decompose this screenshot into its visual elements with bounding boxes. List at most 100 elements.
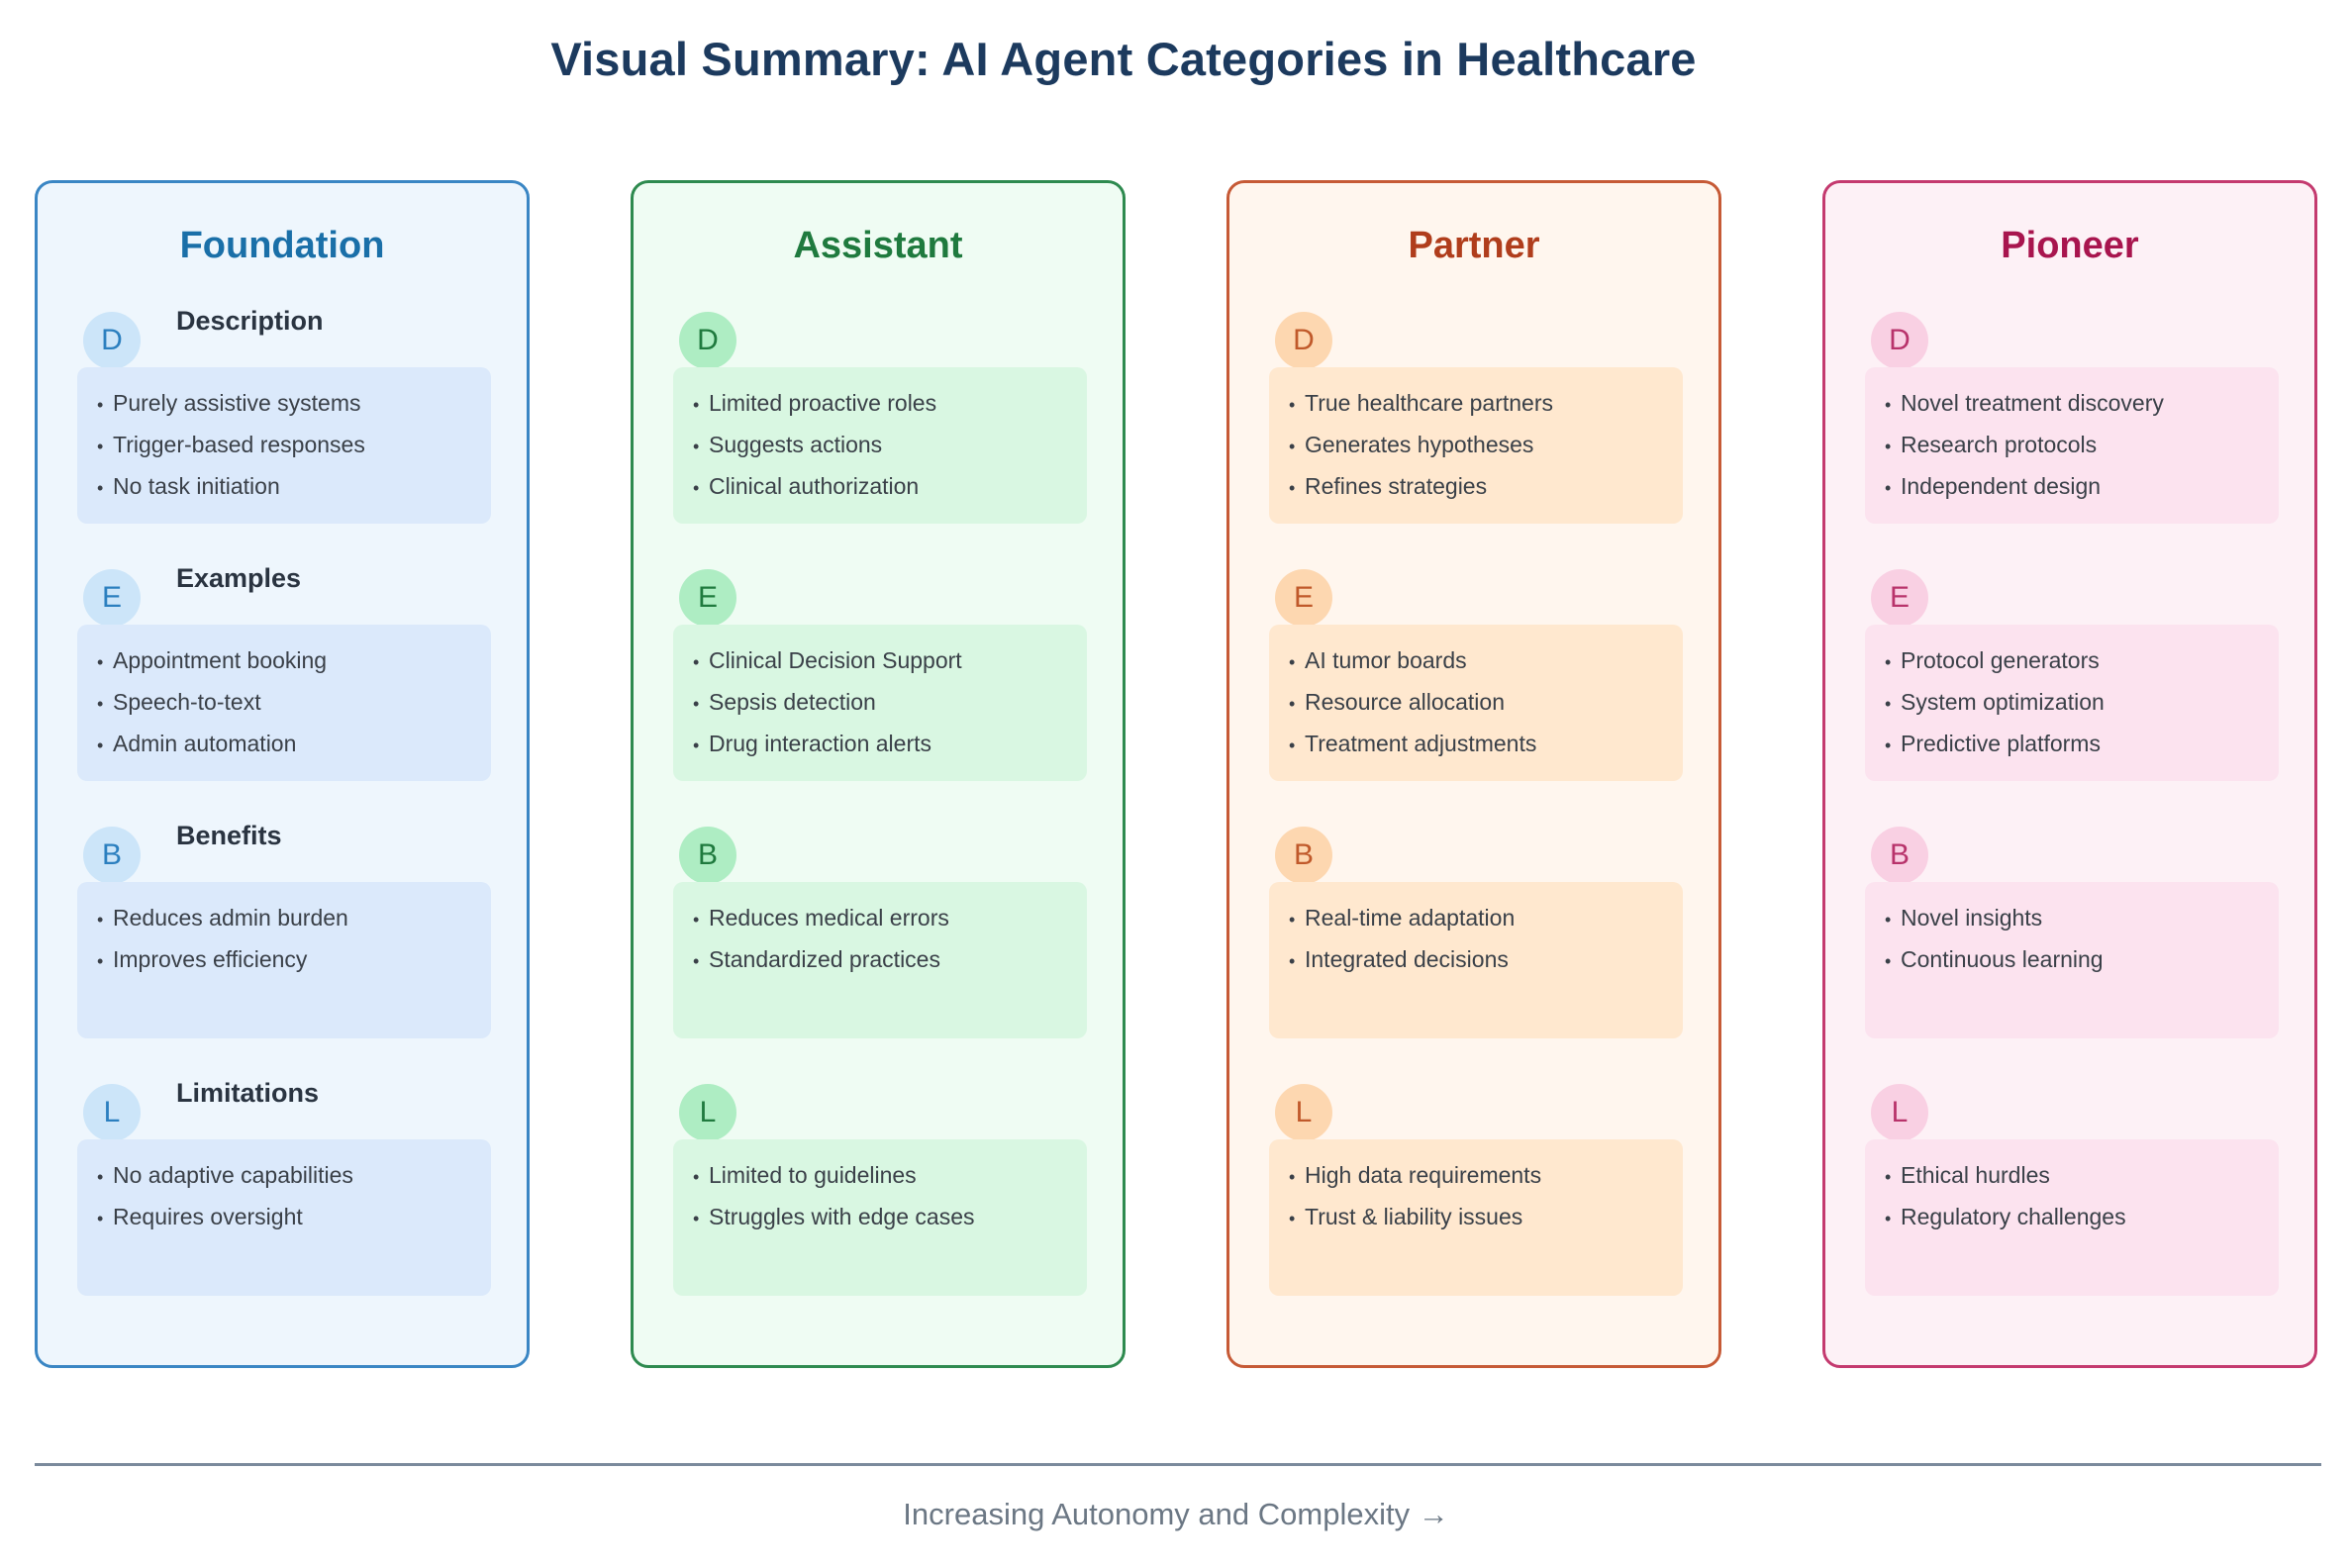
bullet-item: Struggles with edge cases <box>693 1197 1067 1238</box>
bullet-item: Generates hypotheses <box>1289 425 1663 466</box>
bullet-item: Clinical Decision Support <box>693 640 1067 682</box>
bullet-item: Drug interaction alerts <box>693 724 1067 765</box>
column-title: Assistant <box>793 225 963 266</box>
section-box: Purely assistive systemsTrigger-based re… <box>77 367 491 524</box>
section-letter-badge: B <box>1275 827 1332 884</box>
section-letter-badge: B <box>1871 827 1928 884</box>
bullet-item: System optimization <box>1885 682 2259 724</box>
column-pioneer: PioneerDNovel treatment discoveryResearc… <box>1822 180 2317 1368</box>
section-l: LEthical hurdlesRegulatory challenges <box>1825 1084 2314 1331</box>
section-box: No adaptive capabilitiesRequires oversig… <box>77 1139 491 1296</box>
section-letter-badge: D <box>1871 312 1928 369</box>
section-box: Ethical hurdlesRegulatory challenges <box>1865 1139 2279 1296</box>
bullet-item: Requires oversight <box>97 1197 471 1238</box>
column-partner: PartnerDTrue healthcare partnersGenerate… <box>1226 180 1721 1368</box>
bullet-item: High data requirements <box>1289 1155 1663 1197</box>
bullet-item: Resource allocation <box>1289 682 1663 724</box>
bullet-item: No task initiation <box>97 466 471 508</box>
section-letter-badge: E <box>1871 569 1928 627</box>
bullet-item: Improves efficiency <box>97 939 471 981</box>
column-title: Foundation <box>179 225 385 266</box>
section-box: Novel treatment discoveryResearch protoc… <box>1865 367 2279 524</box>
section-l: LHigh data requirementsTrust & liability… <box>1229 1084 1718 1331</box>
section-box: Protocol generatorsSystem optimizationPr… <box>1865 625 2279 781</box>
section-letter-badge: E <box>83 569 141 627</box>
bullet-item: Limited proactive roles <box>693 383 1067 425</box>
section-heading: Description <box>176 306 324 336</box>
section-heading: Examples <box>176 563 302 593</box>
section-letter-badge: D <box>1275 312 1332 369</box>
bullet-item: Protocol generators <box>1885 640 2259 682</box>
bullet-item: Refines strategies <box>1289 466 1663 508</box>
section-d: DLimited proactive rolesSuggests actions… <box>634 312 1123 559</box>
page-title: Visual Summary: AI Agent Categories in H… <box>550 33 1697 85</box>
bullet-item: Speech-to-text <box>97 682 471 724</box>
bullet-item: Reduces medical errors <box>693 898 1067 939</box>
bullet-item: Novel insights <box>1885 898 2259 939</box>
bullet-item: Sepsis detection <box>693 682 1067 724</box>
section-b: B BenefitsReduces admin burdenImproves ef… <box>38 821 527 1074</box>
bullet-item: Trust & liability issues <box>1289 1197 1663 1238</box>
bullet-item: Limited to guidelines <box>693 1155 1067 1197</box>
section-box: AI tumor boardsResource allocationTreatm… <box>1269 625 1683 781</box>
section-heading: Benefits <box>176 821 282 850</box>
section-b: BNovel insightsContinuous learning <box>1825 827 2314 1074</box>
section-d: DNovel treatment discoveryResearch proto… <box>1825 312 2314 559</box>
bullet-item: Purely assistive systems <box>97 383 471 425</box>
bullet-item: Standardized practices <box>693 939 1067 981</box>
section-letter-badge: L <box>1275 1084 1332 1141</box>
bullet-item: Novel treatment discovery <box>1885 383 2259 425</box>
section-e: EProtocol generatorsSystem optimizationP… <box>1825 569 2314 817</box>
section-box: Appointment bookingSpeech-to-textAdmin a… <box>77 625 491 781</box>
bullet-item: No adaptive capabilities <box>97 1155 471 1197</box>
bullet-item: Treatment adjustments <box>1289 724 1663 765</box>
section-b: BReal-time adaptationIntegrated decision… <box>1229 827 1718 1074</box>
bullet-item: Integrated decisions <box>1289 939 1663 981</box>
section-box: Limited proactive rolesSuggests actionsC… <box>673 367 1087 524</box>
bullet-item: Research protocols <box>1885 425 2259 466</box>
column-assistant: AssistantDLimited proactive rolesSuggest… <box>631 180 1126 1368</box>
bullet-item: Regulatory challenges <box>1885 1197 2259 1238</box>
section-e: EClinical Decision SupportSepsis detecti… <box>634 569 1123 817</box>
section-letter-badge: L <box>83 1084 141 1141</box>
bullet-item: Predictive platforms <box>1885 724 2259 765</box>
section-e: E ExamplesAppointment bookingSpeech-to-te… <box>38 563 527 817</box>
section-letter-badge: L <box>679 1084 736 1141</box>
autonomy-axis-line <box>35 1463 2321 1466</box>
section-box: Reduces admin burdenImproves efficiency <box>77 882 491 1038</box>
bullet-item: Appointment booking <box>97 640 471 682</box>
section-letter-badge: B <box>83 827 141 884</box>
autonomy-axis-label: Increasing Autonomy and Complexity → <box>903 1497 1449 1531</box>
bullet-item: Continuous learning <box>1885 939 2259 981</box>
bullet-item: Trigger-based responses <box>97 425 471 466</box>
section-e: EAI tumor boardsResource allocationTreat… <box>1229 569 1718 817</box>
bullet-item: True healthcare partners <box>1289 383 1663 425</box>
bullet-item: AI tumor boards <box>1289 640 1663 682</box>
column-title: Pioneer <box>2001 225 2139 266</box>
section-letter-badge: L <box>1871 1084 1928 1141</box>
section-box: True healthcare partnersGenerates hypoth… <box>1269 367 1683 524</box>
section-box: Limited to guidelinesStruggles with edge… <box>673 1139 1087 1296</box>
section-d: D DescriptionPurely assistive systemsTrig… <box>38 306 527 559</box>
bullet-item: Admin automation <box>97 724 471 765</box>
bullet-item: Ethical hurdles <box>1885 1155 2259 1197</box>
section-letter-badge: E <box>1275 569 1332 627</box>
section-l: L Limitations No adaptive capabilitiesRequ… <box>38 1078 527 1331</box>
section-b: BReduces medical errorsStandardized prac… <box>634 827 1123 1074</box>
section-box: Novel insightsContinuous learning <box>1865 882 2279 1038</box>
section-heading: Limitations <box>176 1078 320 1108</box>
section-d: DTrue healthcare partnersGenerates hypot… <box>1229 312 1718 559</box>
section-box: Reduces medical errorsStandardized pract… <box>673 882 1087 1038</box>
section-letter-badge: D <box>83 312 141 369</box>
section-letter-badge: D <box>679 312 736 369</box>
column-title: Partner <box>1408 225 1540 266</box>
section-box: High data requirementsTrust & liability … <box>1269 1139 1683 1296</box>
section-box: Real-time adaptationIntegrated decisions <box>1269 882 1683 1038</box>
bullet-item: Suggests actions <box>693 425 1067 466</box>
section-letter-badge: B <box>679 827 736 884</box>
bullet-item: Clinical authorization <box>693 466 1067 508</box>
section-letter-badge: E <box>679 569 736 627</box>
section-box: Clinical Decision SupportSepsis detectio… <box>673 625 1087 781</box>
